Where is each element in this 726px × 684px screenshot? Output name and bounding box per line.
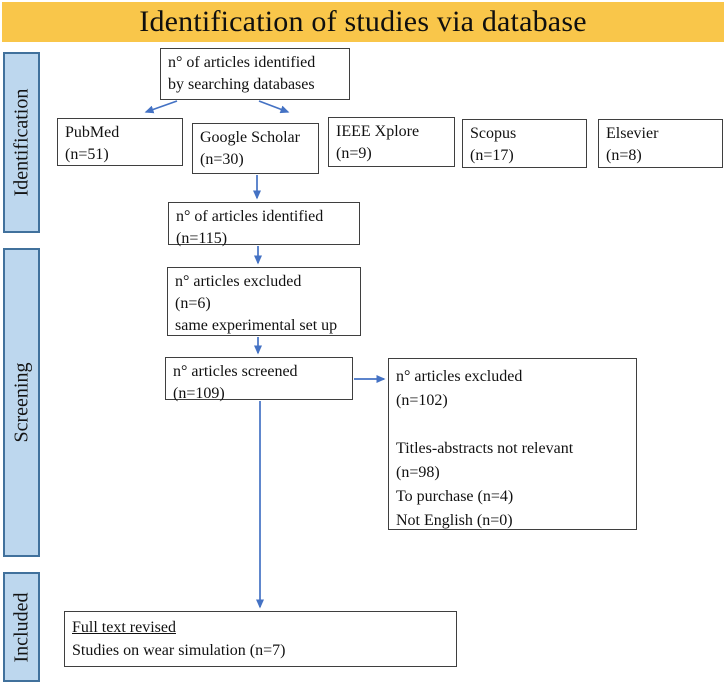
title-bar: Identification of studies via database — [2, 2, 724, 42]
box-screened-line2: (n=109) — [173, 385, 225, 402]
box-excluded-screening-line2: (n=102) — [396, 392, 448, 409]
box-excluded-duplicates-line2: (n=6) — [175, 295, 211, 312]
database-count: (n=30) — [200, 151, 244, 168]
box-identified-by-search-line1: n° of articles identified — [168, 54, 316, 71]
box-included-line2: Studies on wear simulation (n=7) — [72, 642, 286, 659]
box-excluded-screening-line6: Not English (n=0) — [396, 512, 513, 529]
database-count: (n=8) — [606, 147, 642, 164]
database-count: (n=9) — [336, 145, 372, 162]
box-screened-line1: n° articles screened — [173, 363, 298, 380]
box-excluded-screening-line4: (n=98) — [396, 464, 440, 481]
stage-included: Included — [3, 572, 40, 682]
arrow-search-to-pubmed — [144, 100, 178, 114]
box-database-ieee-xplore: IEEE Xplore (n=9) — [328, 117, 455, 167]
database-count: (n=51) — [65, 146, 109, 163]
database-name: IEEE Xplore — [336, 123, 420, 140]
box-database-elsevier: Elsevier (n=8) — [598, 119, 723, 168]
database-name: Google Scholar — [200, 129, 300, 146]
box-identified-total-line2: (n=115) — [176, 230, 228, 247]
box-excluded-screening-line5: To purchase (n=4) — [396, 488, 514, 505]
box-excluded-screening: n° articles excluded (n=102) Titles-abst… — [388, 358, 637, 530]
box-excluded-screening-line1: n° articles excluded — [396, 368, 523, 385]
stage-screening-label: Screening — [10, 362, 33, 443]
stage-screening: Screening — [3, 248, 40, 557]
arrow-search-to-googlescholar — [258, 100, 290, 114]
database-name: Elsevier — [606, 125, 659, 142]
box-identified-by-search: n° of articles identified by searching d… — [160, 48, 350, 100]
box-identified-total-line1: n° of articles identified — [176, 208, 324, 225]
box-identified-total: n° of articles identified (n=115) — [168, 202, 360, 247]
box-database-scopus: Scopus (n=17) — [462, 119, 587, 168]
stage-identification: Identification — [3, 52, 40, 233]
box-identified-by-search-line2: by searching databases — [168, 76, 315, 93]
box-excluded-duplicates: n° articles excluded (n=6) same experime… — [167, 267, 361, 336]
database-name: Scopus — [470, 125, 517, 142]
box-screened: n° articles screened (n=109) — [165, 357, 353, 402]
stage-identification-label: Identification — [10, 88, 33, 197]
database-count: (n=17) — [470, 147, 514, 164]
box-excluded-screening-line3: Titles-abstracts not relevant — [396, 440, 574, 457]
page-title: Identification of studies via database — [139, 5, 587, 38]
box-database-pubmed: PubMed (n=51) — [57, 118, 183, 166]
box-included-line1: Full text revised — [72, 619, 176, 636]
box-excluded-duplicates-line1: n° articles excluded — [175, 273, 302, 290]
database-name: PubMed — [65, 124, 120, 141]
stage-included-label: Included — [10, 592, 33, 662]
box-excluded-duplicates-line3: same experimental set up — [175, 317, 338, 334]
box-excluded-screening-spacer — [396, 413, 632, 437]
box-included-full-text: Full text revised Studies on wear simula… — [64, 611, 457, 667]
box-database-google-scholar: Google Scholar (n=30) — [192, 123, 319, 174]
